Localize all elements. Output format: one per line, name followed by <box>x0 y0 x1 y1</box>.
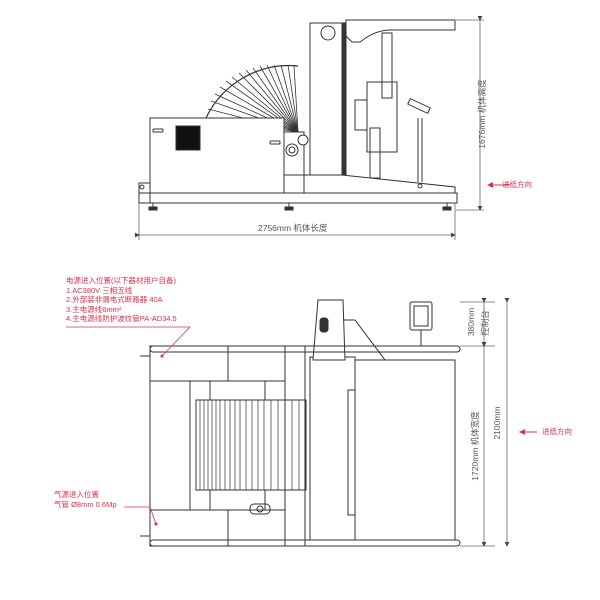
cabinet <box>149 117 285 194</box>
platform <box>354 359 456 541</box>
side-view <box>138 19 458 211</box>
power-entry-notes: 电源进入位置(以下器材用户自备) 1.AC380V 三相五线 2.外部装非漏电式… <box>66 276 177 324</box>
paper-stack <box>195 399 307 491</box>
feed-direction-top-label: 进纸方向 <box>542 427 572 436</box>
air-notes-spec: 气管 Ø8mm 0.6Mp <box>54 499 117 509</box>
total-width-dimension: 2100mm <box>492 406 502 440</box>
height-dimension-label: 1676mm 机体高度 <box>477 79 487 149</box>
sheet-fan <box>205 64 299 133</box>
air-notes-title: 气源进入位置 <box>54 490 99 499</box>
power-note-3: 3.主电源线6mm² <box>66 304 122 314</box>
control-station-dimension: 380mm <box>466 307 476 337</box>
power-note-2: 2.外部装非漏电式断路器 40A <box>66 295 163 304</box>
power-notes-title: 电源进入位置(以下器材用户自备) <box>66 276 176 285</box>
length-dimension-label: 2756mm 机体长度 <box>258 223 328 233</box>
column <box>309 22 343 194</box>
air-entry-notes: 气源进入位置 气管 Ø8mm 0.6Mp <box>54 490 117 509</box>
power-note-1: 1.AC380V 三相五线 <box>66 285 133 295</box>
feed-direction-side-label: 进纸方向 <box>502 180 532 189</box>
control-station-label: 控制台 <box>480 310 490 336</box>
body-width-dimension: 1720mm 机体宽度 <box>470 411 480 481</box>
top-dimensions <box>460 298 510 547</box>
display-window <box>175 125 201 151</box>
top-view <box>140 299 461 547</box>
power-note-4: 4.主电源线防护波纹管PA-AD34.5 <box>66 314 177 323</box>
side-dimensions <box>135 16 484 240</box>
